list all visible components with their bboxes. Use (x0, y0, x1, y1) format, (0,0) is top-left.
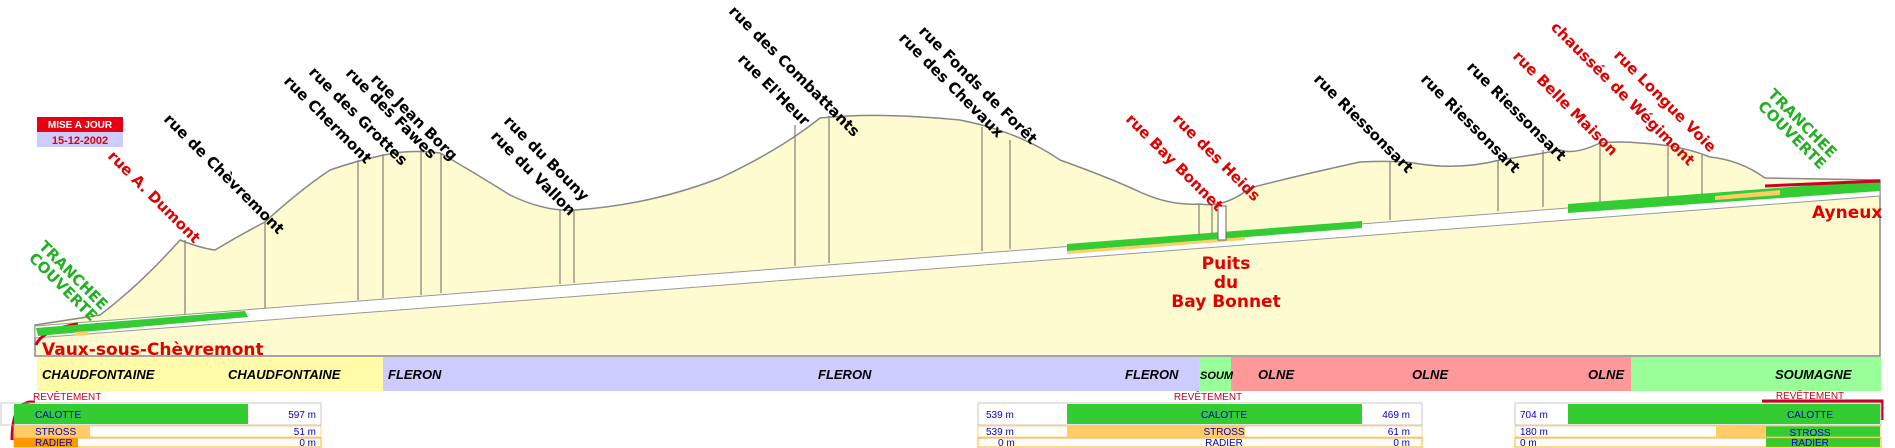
place-ayneux: Ayneux (1812, 203, 1882, 223)
right-stross-value: 180 m (1520, 427, 1548, 438)
middle-radier-value-a: 0 m (998, 438, 1015, 448)
commune-olne-1: OLNE (1258, 367, 1294, 382)
left-calotte-value: 597 m (288, 410, 316, 421)
left-stross-value: 51 m (294, 427, 316, 438)
stross-middle (1067, 237, 1245, 254)
middle-stross-label: STROSS (1203, 427, 1244, 438)
progress-middle (977, 402, 1423, 448)
svg-text:15-12-2002: 15-12-2002 (52, 135, 108, 147)
left-radier-label: RADIER (35, 438, 73, 448)
right-calotte-label: CALOTTE (1787, 410, 1833, 421)
update-badge: MISE A JOUR 15-12-2002 (37, 117, 123, 147)
right-revetement-label: REVÊTEMENT (1776, 389, 1844, 402)
puits-shaft (1217, 205, 1227, 241)
commune-band (37, 357, 1881, 391)
commune-fleron-1: FLERON (388, 367, 442, 382)
middle-revetement-label: REVÊTEMENT (1174, 390, 1242, 403)
left-revetement-label: REVÊTEMENT (33, 390, 101, 403)
commune-chaudfontaine-1: CHAUDFONTAINE (42, 367, 155, 382)
left-radier-value: 0 m (299, 438, 316, 448)
revetement-right (1764, 179, 1881, 188)
right-stross-label: STROSS (1789, 428, 1830, 439)
middle-calotte-value-a: 539 m (986, 410, 1014, 421)
place-puits-line1: Puits (1202, 254, 1251, 274)
calotte-middle (1067, 221, 1362, 251)
street-label-a-dumont: rue A. Dumont (104, 147, 204, 247)
place-vaux: Vaux-sous-Chèvremont (42, 340, 264, 360)
progress-right (1514, 399, 1884, 448)
place-puits-line3: Bay Bonnet (1171, 292, 1280, 312)
commune-olne-2: OLNE (1412, 367, 1448, 382)
calotte-left (36, 311, 248, 336)
middle-radier-value-b: 0 m (1393, 438, 1410, 448)
stross-right (1715, 190, 1780, 200)
street-label-riessonsart-1: rue Riessonsart (1310, 70, 1417, 177)
place-puits-line2: du (1214, 273, 1238, 293)
street-vertical-lines (184, 116, 1703, 314)
left-calotte-label: CALOTTE (35, 410, 81, 421)
commune-olne-3: OLNE (1588, 367, 1624, 382)
street-label-riessonsart-3: rue Riessonsart (1463, 58, 1570, 165)
commune-fleron-2: FLERON (818, 367, 872, 382)
street-label-riessonsart-2: rue Riessonsart (1417, 70, 1524, 177)
right-radier-value: 0 m (1520, 438, 1537, 448)
middle-calotte-value-b: 469 m (1382, 410, 1410, 421)
commune-soumagne: SOUMAGNE (1775, 367, 1852, 382)
left-stross-label: STROSS (35, 427, 76, 438)
stross-left (75, 331, 88, 336)
commune-soum: SOUM (1200, 370, 1234, 382)
middle-stross-value-b: 61 m (1388, 427, 1410, 438)
commune-chaudfontaine-2: CHAUDFONTAINE (228, 367, 341, 382)
right-radier-label: RADIER (1791, 438, 1829, 448)
right-calotte-value: 704 m (1520, 410, 1548, 421)
middle-stross-value-a: 539 m (986, 427, 1014, 438)
svg-text:MISE A JOUR: MISE A JOUR (48, 120, 113, 131)
progress-left (0, 400, 322, 448)
commune-fleron-3: FLERON (1125, 367, 1179, 382)
middle-radier-label: RADIER (1205, 438, 1243, 448)
middle-calotte-label: CALOTTE (1201, 410, 1247, 421)
